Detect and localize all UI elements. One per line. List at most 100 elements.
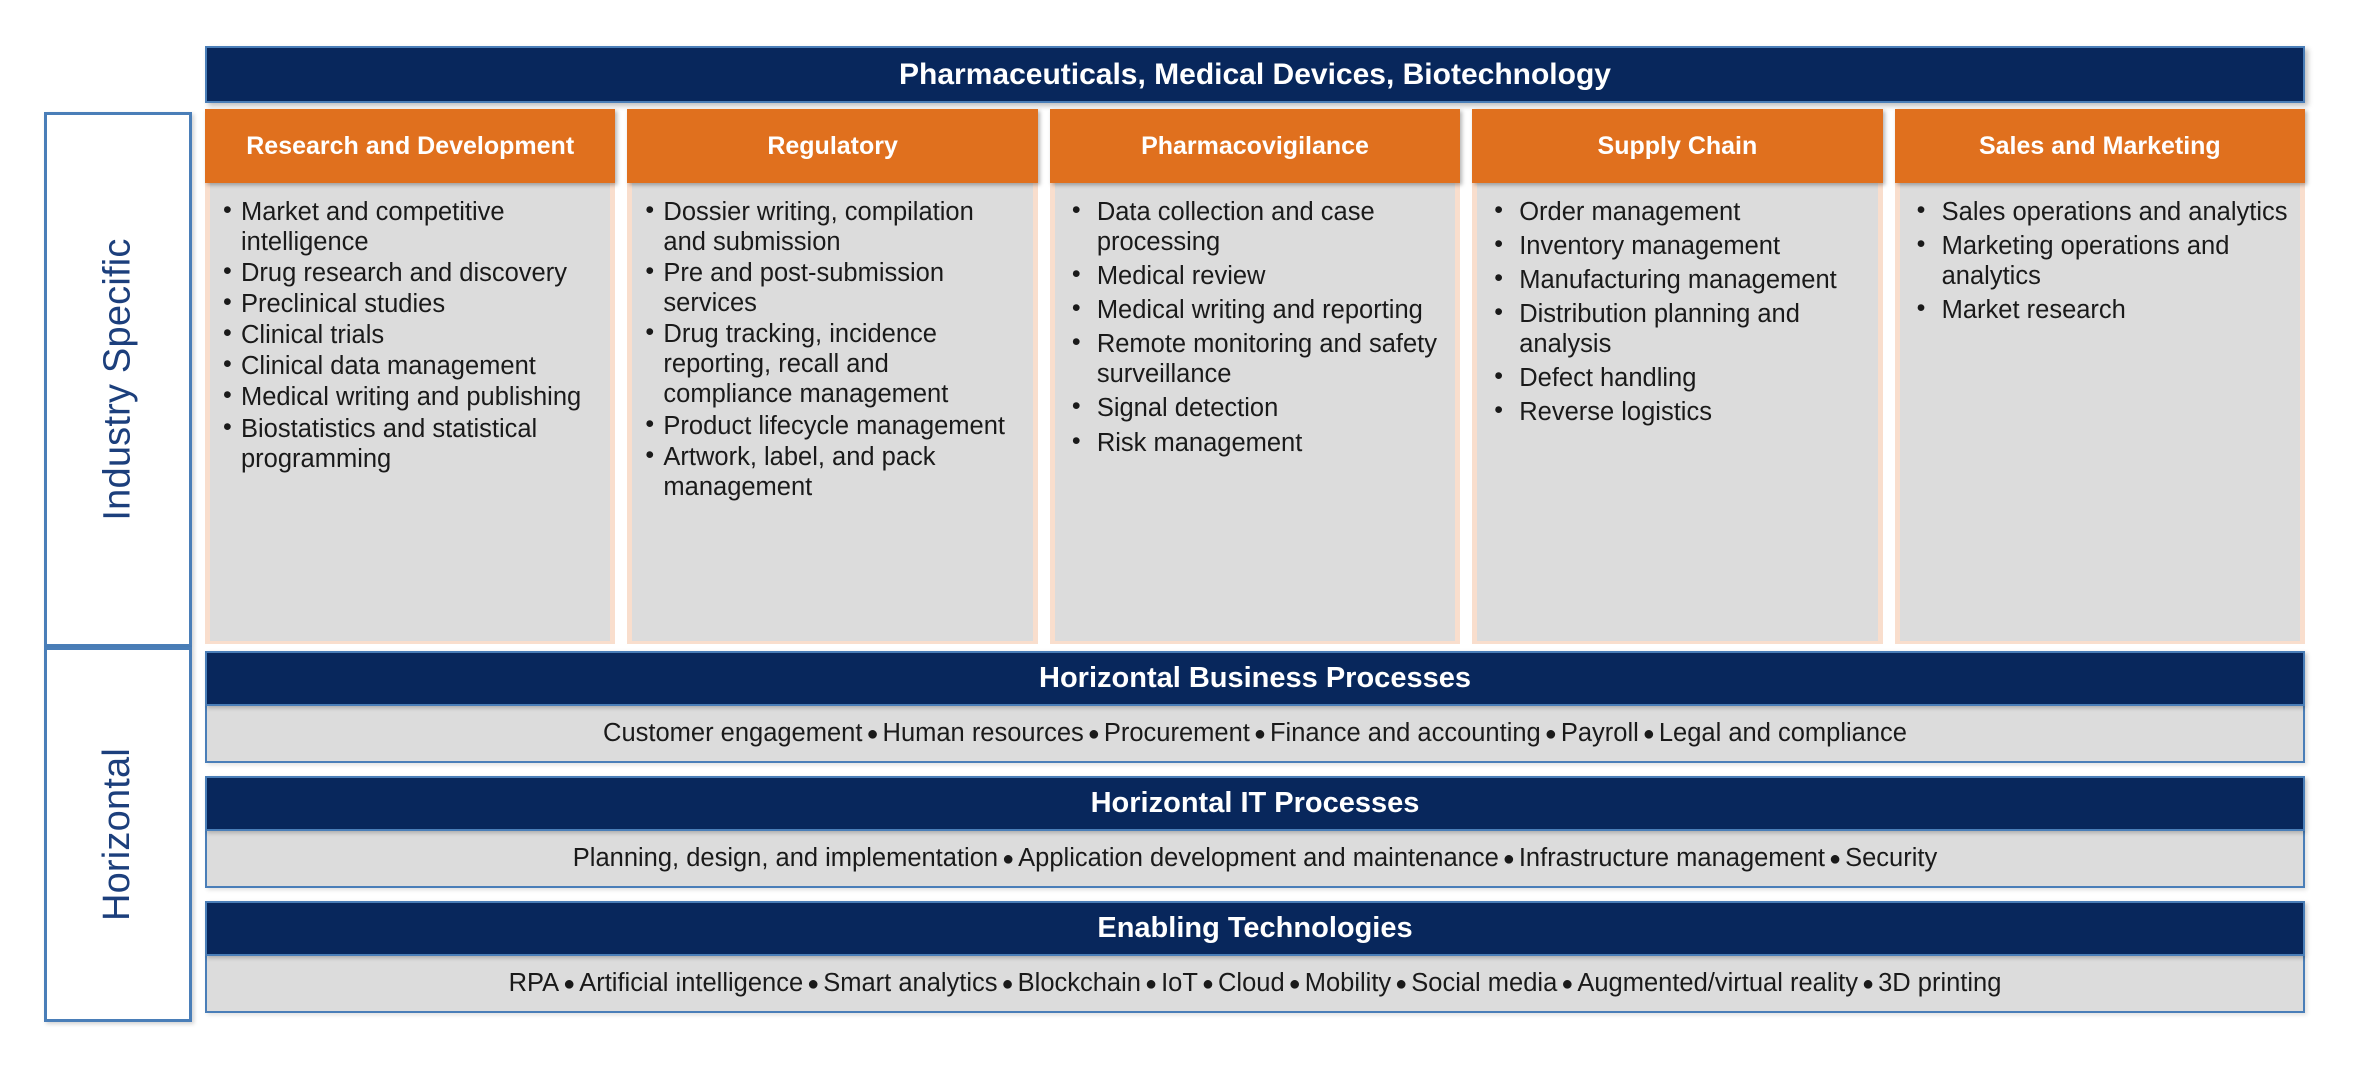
band-item: Procurement <box>1103 719 1250 747</box>
band-item: Payroll <box>1560 719 1639 747</box>
bullet-separator-icon: ● <box>563 972 576 995</box>
bullet-separator-icon: ● <box>1862 972 1875 995</box>
list-item: Risk management <box>1067 427 1445 458</box>
axis-box-industry-specific: Industry Specific <box>44 112 192 647</box>
bullet-separator-icon: ● <box>1001 972 1014 995</box>
band-item: Legal and compliance <box>1658 719 1907 747</box>
band-item: Artificial intelligence <box>579 969 804 997</box>
axis-box-horizontal: Horizontal <box>44 647 192 1022</box>
list-item: Manufacturing management <box>1489 264 1867 295</box>
list-item: Marketing operations and analytics <box>1912 230 2290 291</box>
list-item: Drug tracking, incidence reporting, reca… <box>644 318 1022 409</box>
band-item: Finance and accounting <box>1269 719 1541 747</box>
list-item: Defect handling <box>1489 362 1867 393</box>
band-item: Application development and maintenance <box>1018 844 1499 872</box>
band-item: Human resources <box>882 719 1084 747</box>
band-item: Security <box>1845 844 1938 872</box>
list-item: Artwork, label, and pack management <box>644 441 1022 502</box>
diagram-stage: Pharmaceuticals, Medical Devices, Biotec… <box>205 46 2306 1022</box>
band-body-horizontal-business-processes: Customer engagement●Human resources●Proc… <box>205 706 2305 763</box>
bullet-separator-icon: ● <box>1087 722 1100 745</box>
band-item: Customer engagement <box>603 719 863 747</box>
list-item: Clinical data management <box>222 350 600 381</box>
list-item: Inventory management <box>1489 230 1867 261</box>
band-header-enabling-technologies: Enabling Technologies <box>205 901 2305 956</box>
column-header-sales-and-marketing: Sales and Marketing <box>1894 109 2306 183</box>
band-item-row: Planning, design, and implementation●App… <box>573 844 1937 873</box>
axis-label-column: Industry Specific Horizontal <box>44 112 192 1022</box>
list-item: Preclinical studies <box>222 288 600 319</box>
band-body-enabling-technologies: RPA●Artificial intelligence●Smart analyt… <box>205 956 2305 1013</box>
band-spacer <box>205 763 2305 776</box>
bullet-separator-icon: ● <box>807 972 820 995</box>
band-item: Smart analytics <box>823 969 998 997</box>
bullet-separator-icon: ● <box>1002 847 1015 870</box>
band-header-label: Enabling Technologies <box>1097 912 1413 944</box>
bullet-separator-icon: ● <box>1544 722 1557 745</box>
column-header-label: Supply Chain <box>1597 131 1758 160</box>
column-body-regulatory: Dossier writing, compilation and submiss… <box>627 183 1038 644</box>
bullet-separator-icon: ● <box>1502 847 1515 870</box>
band-item: Augmented/virtual reality <box>1577 969 1858 997</box>
column-sales-and-marketing: Sales and MarketingSales operations and … <box>1894 109 2306 644</box>
column-header-research-and-development: Research and Development <box>205 109 616 183</box>
column-research-and-development: Research and DevelopmentMarket and compe… <box>205 109 616 644</box>
list-item: Data collection and case processing <box>1067 196 1445 257</box>
list-item: Remote monitoring and safety surveillanc… <box>1067 328 1445 389</box>
column-regulatory: RegulatoryDossier writing, compilation a… <box>627 109 1038 644</box>
band-item: Blockchain <box>1017 969 1141 997</box>
axis-label-industry-specific: Industry Specific <box>96 238 139 521</box>
column-list-regulatory: Dossier writing, compilation and submiss… <box>644 196 1022 502</box>
bullet-separator-icon: ● <box>1829 847 1842 870</box>
band-body-horizontal-it-processes: Planning, design, and implementation●App… <box>205 831 2305 888</box>
column-list-supply-chain: Order managementInventory managementManu… <box>1489 196 1867 428</box>
bullet-separator-icon: ● <box>1201 972 1214 995</box>
band-spacer <box>205 888 2305 901</box>
column-pharmacovigilance: PharmacovigilanceData collection and cas… <box>1049 109 1461 644</box>
band-item: IoT <box>1161 969 1198 997</box>
column-list-research-and-development: Market and competitive intelligenceDrug … <box>222 196 600 474</box>
list-item: Distribution planning and analysis <box>1489 298 1867 359</box>
band-item: Infrastructure management <box>1518 844 1825 872</box>
list-item: Pre and post-submission services <box>644 257 1022 318</box>
bullet-separator-icon: ● <box>1561 972 1574 995</box>
list-item: Medical writing and reporting <box>1067 294 1445 325</box>
list-item: Dossier writing, compilation and submiss… <box>644 196 1022 257</box>
band-item-row: Customer engagement●Human resources●Proc… <box>603 719 1907 748</box>
list-item: Order management <box>1489 196 1867 227</box>
band-item-row: RPA●Artificial intelligence●Smart analyt… <box>509 969 2002 998</box>
list-item: Market and competitive intelligence <box>222 196 600 257</box>
column-header-label: Research and Development <box>246 131 575 160</box>
list-item: Product lifecycle management <box>644 410 1022 441</box>
bullet-separator-icon: ● <box>1253 722 1266 745</box>
band-header-horizontal-business-processes: Horizontal Business Processes <box>205 651 2305 706</box>
industry-specific-columns: Research and DevelopmentMarket and compe… <box>205 109 2306 644</box>
bullet-separator-icon: ● <box>1144 972 1158 995</box>
column-list-pharmacovigilance: Data collection and case processingMedic… <box>1067 196 1445 458</box>
band-header-horizontal-it-processes: Horizontal IT Processes <box>205 776 2305 831</box>
column-header-label: Sales and Marketing <box>1978 131 2221 160</box>
column-body-sales-and-marketing: Sales operations and analyticsMarketing … <box>1894 183 2306 644</box>
list-item: Biostatistics and statistical programmin… <box>222 413 600 474</box>
column-header-pharmacovigilance: Pharmacovigilance <box>1049 109 1461 183</box>
list-item: Market research <box>1912 294 2290 325</box>
axis-label-horizontal: Horizontal <box>96 747 139 922</box>
band-item: Social media <box>1411 969 1558 997</box>
master-banner: Pharmaceuticals, Medical Devices, Biotec… <box>205 46 2305 103</box>
bullet-separator-icon: ● <box>1288 972 1301 995</box>
bullet-separator-icon: ● <box>1642 722 1655 745</box>
band-item: Planning, design, and implementation <box>572 844 999 872</box>
band-item: Cloud <box>1218 969 1285 997</box>
column-header-label: Pharmacovigilance <box>1141 131 1369 160</box>
band-header-label: Horizontal Business Processes <box>1039 662 1471 694</box>
list-item: Reverse logistics <box>1489 396 1867 427</box>
band-item: RPA <box>508 969 560 997</box>
column-body-pharmacovigilance: Data collection and case processingMedic… <box>1049 183 1461 644</box>
column-body-supply-chain: Order managementInventory managementManu… <box>1472 183 1883 644</box>
list-item: Sales operations and analytics <box>1912 196 2290 227</box>
list-item: Medical writing and publishing <box>222 381 600 412</box>
band-item: Mobility <box>1304 969 1392 997</box>
bullet-separator-icon: ● <box>1395 972 1408 995</box>
column-header-supply-chain: Supply Chain <box>1472 109 1883 183</box>
